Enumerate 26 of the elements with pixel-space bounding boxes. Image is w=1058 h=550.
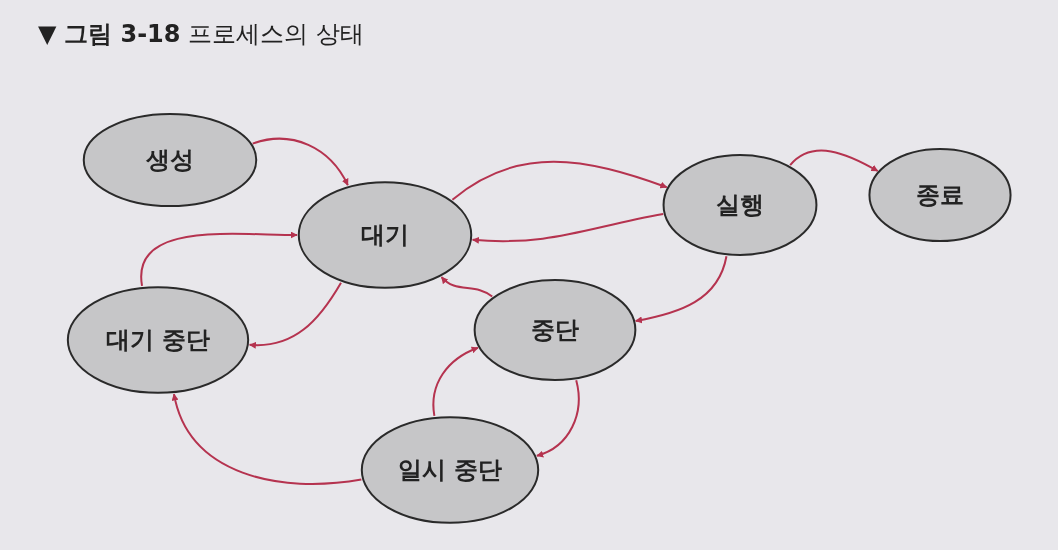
state-ellipse: [297, 180, 473, 290]
arrow: [172, 393, 363, 485]
state-ellipse: [662, 153, 818, 257]
state-label: 생성: [146, 145, 194, 176]
arrow: [451, 160, 668, 201]
figure-title: ▼ 그림 3-18 프로세스의 상태: [38, 19, 364, 50]
state-ellipse: [66, 285, 250, 395]
state-ellipse: [82, 112, 258, 208]
state-label: 중단: [531, 315, 579, 346]
arrow: [440, 276, 494, 298]
state-label: 대기 중단: [105, 325, 211, 356]
arrow: [251, 137, 349, 187]
arrow: [432, 346, 479, 417]
state-label: 일시 중단: [397, 455, 503, 486]
arrow: [140, 231, 298, 287]
state-ellipse: [473, 278, 637, 382]
state-label: 종료: [916, 180, 964, 211]
state-ellipse: [360, 415, 540, 525]
state-label: 대기: [361, 220, 409, 251]
state-label: 실행: [716, 190, 764, 221]
arrow: [634, 255, 728, 324]
arrow: [248, 281, 342, 349]
arrow: [535, 379, 580, 457]
arrow: [789, 149, 879, 172]
state-ellipse: [868, 147, 1012, 243]
arrow: [471, 213, 665, 244]
